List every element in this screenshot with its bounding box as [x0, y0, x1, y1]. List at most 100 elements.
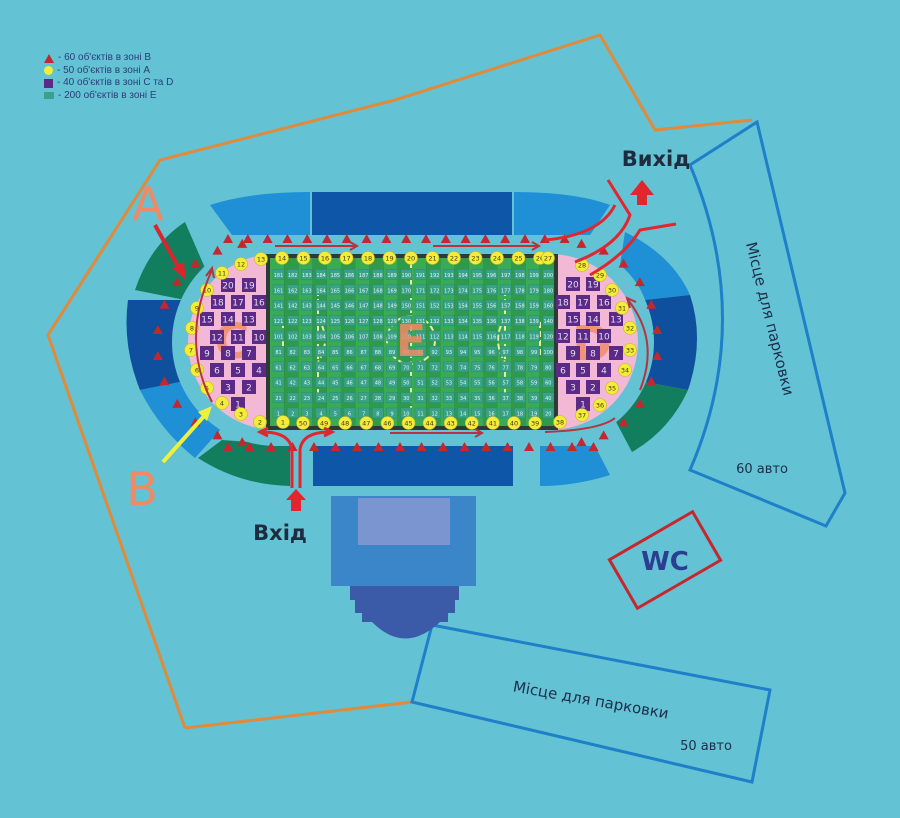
zone-e-cell: 180 — [542, 284, 555, 296]
zone-e-cell: 61 — [272, 361, 285, 373]
zone-c-square: 10 — [252, 330, 266, 344]
cell-number: 61 — [275, 365, 281, 371]
cell-square — [301, 330, 313, 342]
zone-e-cell: 197 — [499, 269, 512, 280]
zone-e-cell: 47 — [357, 376, 370, 388]
zone-a-circle: 13 — [254, 252, 268, 266]
cell-square — [428, 330, 441, 342]
square — [242, 312, 256, 326]
parking-area-bottom — [410, 623, 772, 784]
circle-number: 3 — [239, 411, 243, 419]
zone-e-cell: 189 — [386, 269, 398, 280]
legend: - 60 об'єктів в зоні B - 50 об'єктів в з… — [44, 52, 173, 102]
zone-b-triangle — [416, 442, 427, 451]
zone-b-triangle — [262, 234, 273, 243]
zone-e-cell: 35 — [471, 392, 484, 403]
zone-b-triangle — [401, 234, 412, 243]
zone-a-circle: 14 — [275, 251, 289, 265]
square-number: 1 — [580, 401, 586, 411]
zone-b-triangle — [598, 430, 609, 440]
zone-a-circle: 37 — [575, 408, 589, 422]
cell-number: 137 — [501, 319, 511, 325]
zone-e-cell: 38 — [514, 392, 526, 403]
zone-e-cell: 90 — [400, 346, 413, 357]
zone-b-triangle — [381, 234, 392, 243]
cell-number: 98 — [517, 350, 523, 356]
cell-square — [414, 299, 427, 311]
zone-e-cell: 73 — [443, 361, 455, 373]
cell-square — [343, 346, 356, 357]
cell-number: 200 — [544, 273, 554, 279]
square — [252, 363, 266, 377]
circle-number: 34 — [621, 367, 629, 375]
zone-e-cell: 101 — [272, 330, 285, 342]
circle-number: 26 — [536, 255, 544, 263]
cell-square — [457, 346, 469, 357]
cell-number: 47 — [361, 381, 367, 387]
cell-number: 22 — [290, 396, 296, 402]
zone-b-triangle — [634, 398, 645, 408]
cell-number: 68 — [375, 365, 381, 371]
circle-number: 48 — [341, 420, 349, 428]
cell-square — [528, 392, 540, 403]
zone-e-cell: 102 — [286, 330, 299, 342]
cell-square — [428, 407, 441, 419]
zone-e-cell: 176 — [485, 284, 498, 296]
zone-e-cell: 147 — [357, 299, 370, 311]
zone-d-square: 16 — [597, 295, 611, 309]
cell-number: 166 — [345, 288, 355, 294]
cell-square — [514, 376, 526, 388]
cell-number: 131 — [416, 319, 426, 325]
cell-number: 53 — [446, 381, 452, 387]
zone-e-cell: 181 — [272, 269, 285, 280]
zone-b-triangle — [361, 234, 372, 243]
zone-b-triangle — [237, 238, 248, 248]
cell-square — [301, 346, 313, 357]
cell-number: 29 — [389, 396, 395, 402]
zone-a-circle: 17 — [339, 251, 354, 265]
circle-number: 45 — [404, 420, 412, 428]
cell-square — [499, 330, 512, 342]
circle — [404, 251, 418, 265]
zone-b-pointer-letter: B — [126, 462, 158, 516]
zone-e-cell: 105 — [329, 330, 342, 342]
cell-square — [471, 376, 484, 388]
square-number: 6 — [214, 367, 220, 377]
circle — [422, 416, 437, 430]
circle-number: 23 — [471, 255, 479, 263]
zone-e-cell: 22 — [286, 392, 299, 403]
zone-e-cell: 51 — [414, 376, 427, 388]
zone-e-cell: 156 — [485, 299, 498, 311]
cell-square — [457, 376, 469, 388]
circle-number: 27 — [544, 255, 552, 263]
circle-number: 42 — [468, 420, 476, 428]
zone-d-square: 13 — [609, 312, 623, 326]
cell-square — [457, 407, 469, 419]
cell-number: 19 — [531, 412, 537, 418]
cell-square — [414, 330, 427, 342]
zone-c-square: 8 — [221, 346, 235, 360]
zone-b-triangle — [223, 234, 233, 243]
exit-route-arrows — [544, 179, 677, 277]
circle-number: 49 — [320, 420, 328, 428]
cell-square — [372, 299, 384, 311]
zone-e-cell: 70 — [400, 361, 413, 373]
cell-square — [286, 330, 299, 342]
cell-square — [428, 284, 441, 296]
cell-square — [485, 315, 498, 326]
zone-e-cell: 195 — [471, 269, 484, 280]
zone-e-cell: 132 — [428, 315, 441, 326]
cell-number: 114 — [458, 335, 468, 341]
stand-right-bottom — [615, 382, 688, 452]
entrance-label: Вхід — [253, 521, 307, 545]
zone-a-circle: 47 — [359, 416, 374, 430]
cell-number: 182 — [288, 273, 298, 279]
cell-number: 119 — [529, 335, 539, 341]
zone-e-cell: 146 — [343, 299, 356, 311]
zone-b-triangle — [480, 234, 491, 243]
zone-e-cell: 138 — [514, 315, 526, 326]
cell-square — [542, 330, 555, 342]
cell-square — [343, 299, 356, 311]
cell-number: 140 — [544, 319, 554, 325]
wc-building: WC — [607, 509, 723, 611]
